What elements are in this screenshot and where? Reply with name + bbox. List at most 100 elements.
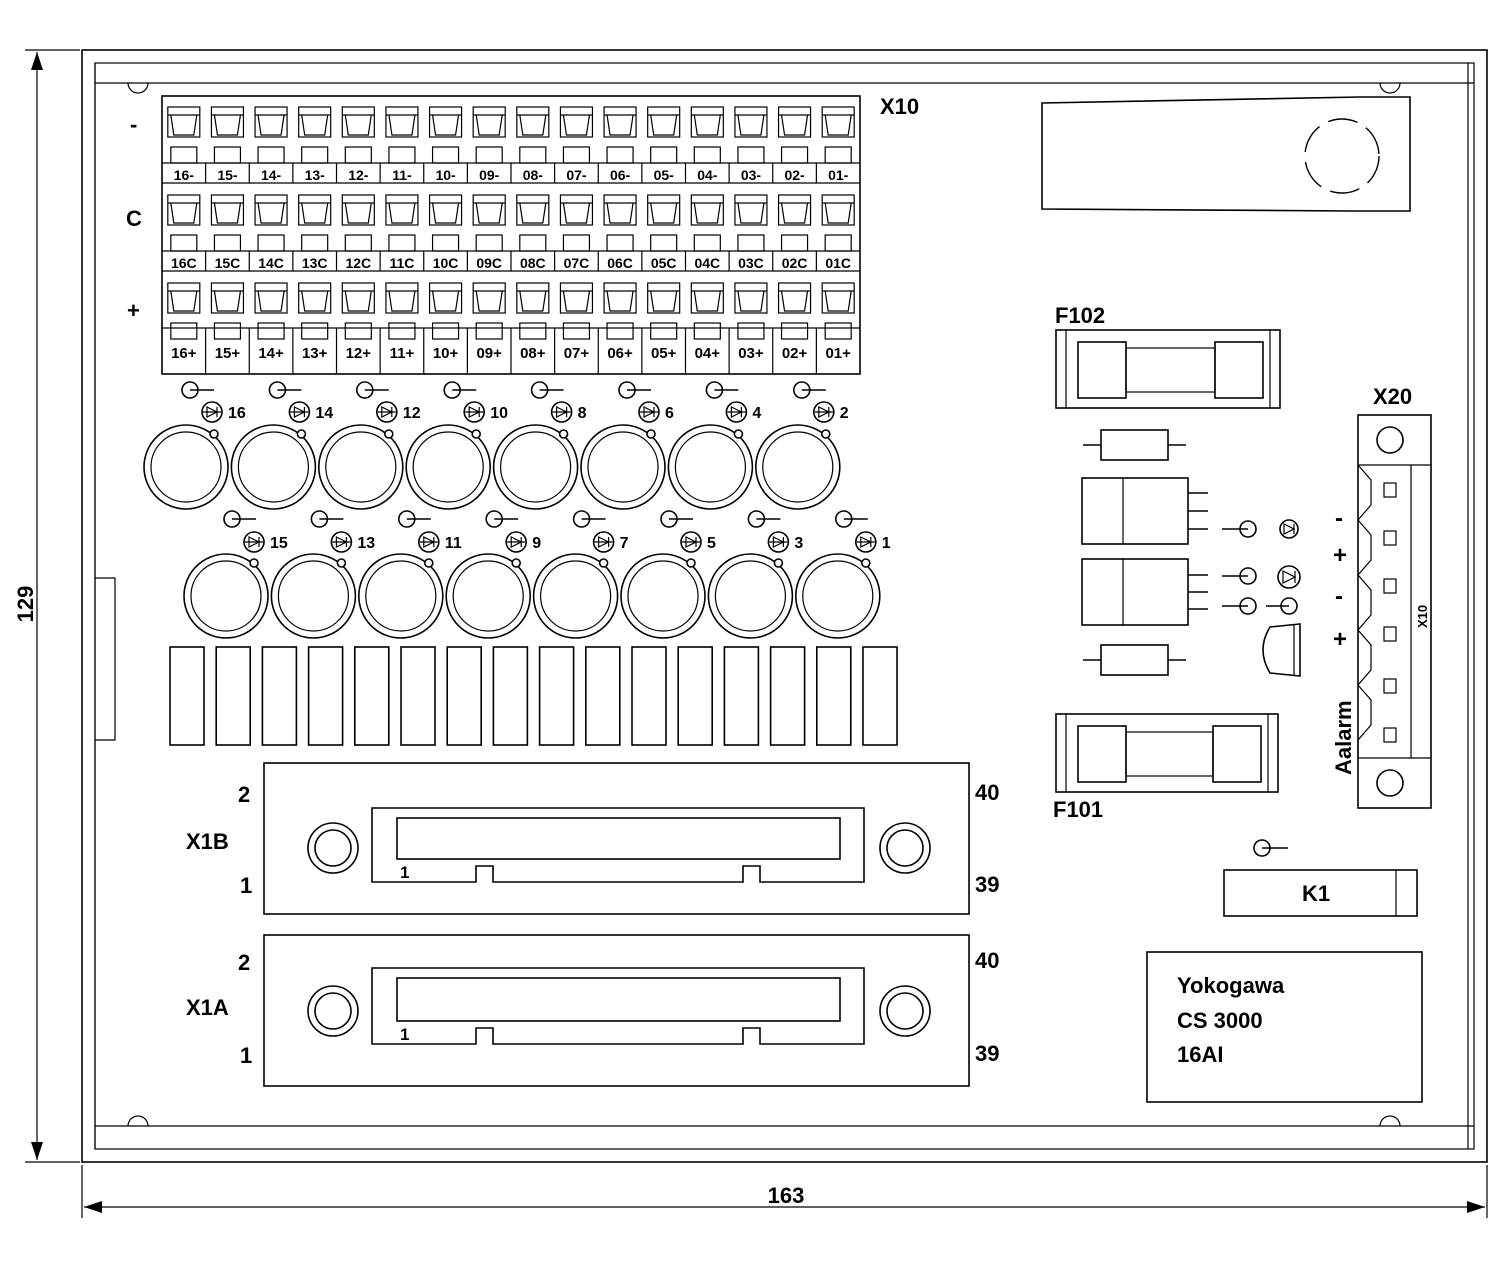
terminal-label-plus-03+: 03+	[738, 345, 764, 362]
terminal-c-10C: 10C	[428, 194, 463, 271]
x20-connector: X20 - + - + Aalarm X10	[1331, 384, 1432, 809]
x1b-pin-1: 1	[240, 873, 252, 898]
terminal-label-minus-11-: 11-	[392, 167, 412, 183]
x20-label-plus-1: +	[1333, 542, 1347, 569]
terminal-label-plus-02+: 02+	[782, 345, 808, 362]
terminal-c-05C: 05C	[647, 194, 681, 271]
relay-k1: K1	[1223, 839, 1418, 917]
channel-fuse-15	[215, 646, 251, 746]
terminal-label-c-11C: 11C	[389, 255, 414, 271]
terminal-plus-01+: 01+	[821, 282, 855, 362]
terminal-label-minus-16-: 16-	[174, 167, 195, 183]
terminal-label-c-03C: 03C	[738, 255, 764, 271]
channel-label-12: 12	[403, 405, 421, 422]
channel-6: 6	[580, 381, 674, 510]
channel-label-10: 10	[490, 405, 508, 422]
terminal-label-minus-12-: 12-	[348, 167, 369, 183]
channel-fuse-11	[400, 646, 436, 746]
terminal-plus-08+: 08+	[516, 282, 550, 362]
terminal-label-plus-01+: 01+	[825, 345, 851, 362]
terminal-minus-16-: 16-	[167, 106, 201, 183]
terminal-c-12C: 12C	[341, 194, 375, 271]
nameplate-line-3: 16AI	[1177, 1042, 1223, 1067]
terminal-minus-01-: 01-	[821, 106, 855, 183]
terminal-label-minus-04-: 04-	[697, 167, 718, 183]
channel-fuse-row	[169, 646, 898, 746]
terminal-c-16C: 16C	[167, 194, 201, 271]
channel-9: 9	[445, 510, 541, 639]
nameplate-line-1: Yokogawa	[1177, 973, 1285, 998]
channel-fuse-3	[769, 646, 806, 746]
x1a-pin-1: 1	[240, 1043, 252, 1068]
terminal-label-plus-14+: 14+	[258, 345, 284, 362]
x1a-pin-39: 39	[975, 1041, 999, 1066]
dimension-height: 129	[13, 49, 80, 1163]
width-dimension-label: 163	[768, 1183, 805, 1208]
dimension-width: 163	[81, 1165, 1488, 1218]
terminal-c-13C: 13C	[298, 194, 332, 271]
channel-4: 4	[667, 381, 761, 510]
terminal-label-plus-16+: 16+	[171, 345, 197, 362]
terminal-plus-05+: 05+	[647, 282, 681, 362]
terminal-minus-07-: 07-	[559, 106, 594, 183]
terminal-label-c-12C: 12C	[345, 255, 371, 271]
channel-label-1: 1	[882, 535, 891, 552]
terminal-label-minus-05-: 05-	[654, 167, 675, 183]
terminal-plus-07+: 07+	[559, 282, 594, 362]
terminal-c-01C: 01C	[821, 194, 855, 271]
channel-fuse-1	[862, 646, 898, 746]
terminal-c-15C: 15C	[210, 194, 245, 271]
terminal-label-minus-15-: 15-	[217, 167, 238, 183]
channel-15: 15	[183, 510, 288, 639]
terminal-label-c-10C: 10C	[433, 255, 459, 271]
terminal-label-c-06C: 06C	[607, 255, 633, 271]
terminal-label-c-04C: 04C	[694, 255, 720, 271]
channel-fuse-14	[261, 646, 298, 746]
terminal-c-04C: 04C	[690, 194, 724, 271]
channel-3: 3	[707, 510, 803, 639]
row-marker-minus: -	[130, 112, 137, 137]
terminal-label-minus-10-: 10-	[435, 167, 456, 183]
channel-label-4: 4	[752, 405, 761, 422]
terminal-label-minus-07-: 07-	[566, 167, 587, 183]
x1b-pin-40: 40	[975, 780, 999, 805]
channel-7: 7	[532, 510, 629, 639]
channel-label-7: 7	[620, 535, 629, 552]
terminal-minus-12-: 12-	[341, 106, 375, 183]
x10-terminal-block: X10 - C + 16-16C16+15-15C15+14-14C14+13-…	[126, 94, 919, 375]
x1a-label: X1A	[186, 995, 229, 1020]
channel-fuse-8	[538, 646, 575, 746]
terminal-plus-10+: 10+	[428, 282, 463, 362]
channel-label-5: 5	[707, 535, 716, 552]
row-marker-c: C	[126, 206, 142, 231]
terminal-minus-03-: 03-	[734, 106, 768, 183]
terminal-label-c-14C: 14C	[258, 255, 284, 271]
channel-fuse-16	[169, 646, 205, 746]
channel-fuse-7	[584, 646, 621, 746]
terminal-label-minus-09-: 09-	[479, 167, 500, 183]
terminal-label-minus-08-: 08-	[523, 167, 544, 183]
terminal-c-03C: 03C	[734, 194, 768, 271]
channel-16: 16	[143, 381, 246, 510]
terminal-plus-13+: 13+	[298, 282, 332, 362]
terminal-label-minus-14-: 14-	[261, 167, 282, 183]
terminal-plus-04+: 04+	[690, 282, 724, 362]
terminal-label-minus-02-: 02-	[784, 167, 805, 183]
x20-label: X20	[1373, 384, 1412, 409]
channel-label-16: 16	[228, 405, 246, 422]
channel-5: 5	[620, 510, 716, 639]
fuse-f102: F102	[1055, 303, 1281, 409]
channel-fuse-10	[446, 646, 483, 746]
terminal-minus-09-: 09-	[472, 106, 506, 183]
nameplate-line-2: CS 3000	[1177, 1008, 1263, 1033]
terminal-minus-08-: 08-	[516, 106, 550, 183]
x1a-inner-pin-1: 1	[400, 1025, 409, 1044]
terminal-label-c-16C: 16C	[171, 255, 197, 271]
channel-8: 8	[492, 381, 587, 510]
cover-plate	[1041, 96, 1411, 212]
terminal-label-minus-03-: 03-	[741, 167, 762, 183]
channel-label-14: 14	[315, 405, 333, 422]
terminal-c-08C: 08C	[516, 194, 550, 271]
terminal-label-c-02C: 02C	[782, 255, 808, 271]
channel-label-9: 9	[532, 535, 541, 552]
